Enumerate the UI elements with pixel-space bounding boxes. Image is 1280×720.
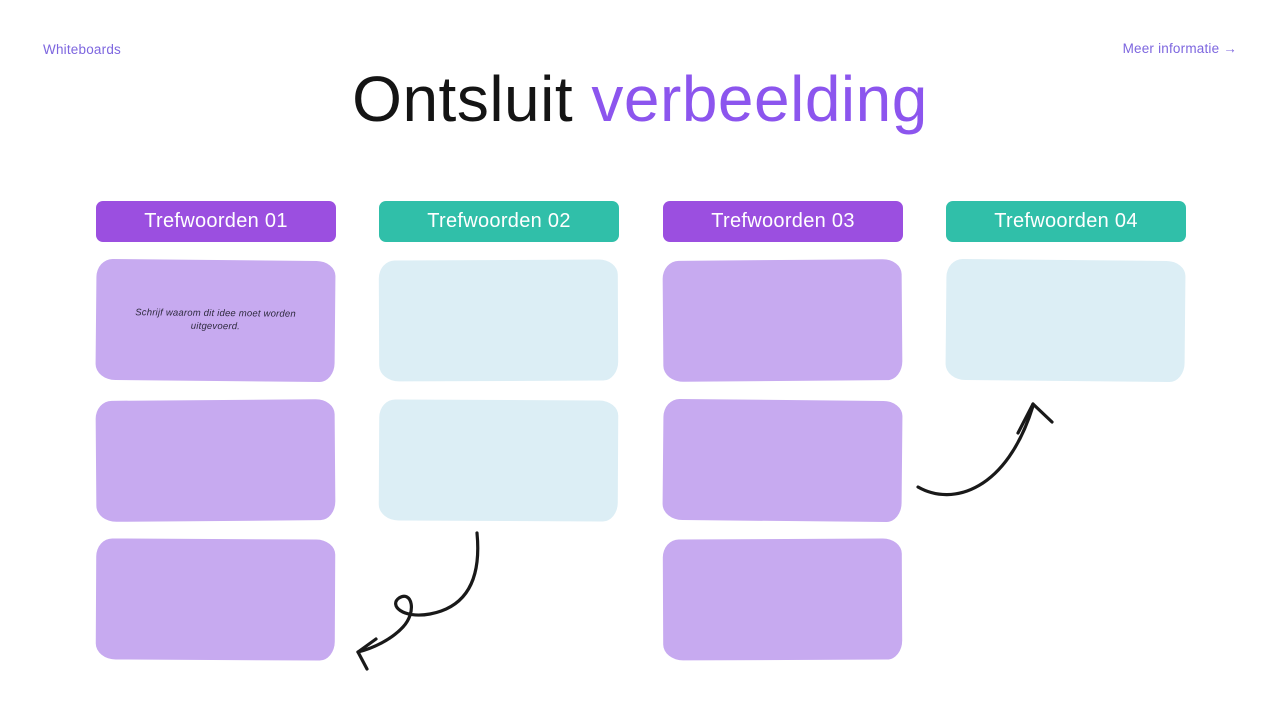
sticky-card[interactable]	[95, 399, 336, 522]
sticky-card[interactable]	[378, 259, 619, 382]
sticky-card[interactable]	[378, 399, 619, 522]
sticky-card[interactable]	[95, 538, 336, 661]
column-header-trefwoorden-04[interactable]: Trefwoorden 04	[946, 201, 1186, 242]
column-header-trefwoorden-03[interactable]: Trefwoorden 03	[663, 201, 903, 242]
page-title-black: Ontsluit	[352, 63, 592, 135]
sticky-card[interactable]	[662, 538, 903, 661]
page-title-accent: verbeelding	[591, 63, 928, 135]
column-header-trefwoorden-02[interactable]: Trefwoorden 02	[379, 201, 619, 242]
whiteboards-link[interactable]: Whiteboards	[43, 42, 121, 57]
column-header-trefwoorden-01[interactable]: Trefwoorden 01	[96, 201, 336, 242]
sticky-card[interactable]	[662, 259, 903, 382]
sticky-card[interactable]	[945, 258, 1186, 383]
sticky-card[interactable]	[662, 398, 903, 523]
card-note-text: Schrijf waarom dit idee moet worden uitg…	[135, 306, 296, 332]
curve-arrow-icon[interactable]	[905, 388, 1060, 508]
page-title: Ontsluit verbeelding	[0, 64, 1280, 134]
more-info-link[interactable]: Meer informatie →	[1122, 41, 1237, 56]
swirl-arrow-icon[interactable]	[340, 520, 500, 680]
sticky-card[interactable]: Schrijf waarom dit idee moet worden uitg…	[95, 258, 336, 383]
